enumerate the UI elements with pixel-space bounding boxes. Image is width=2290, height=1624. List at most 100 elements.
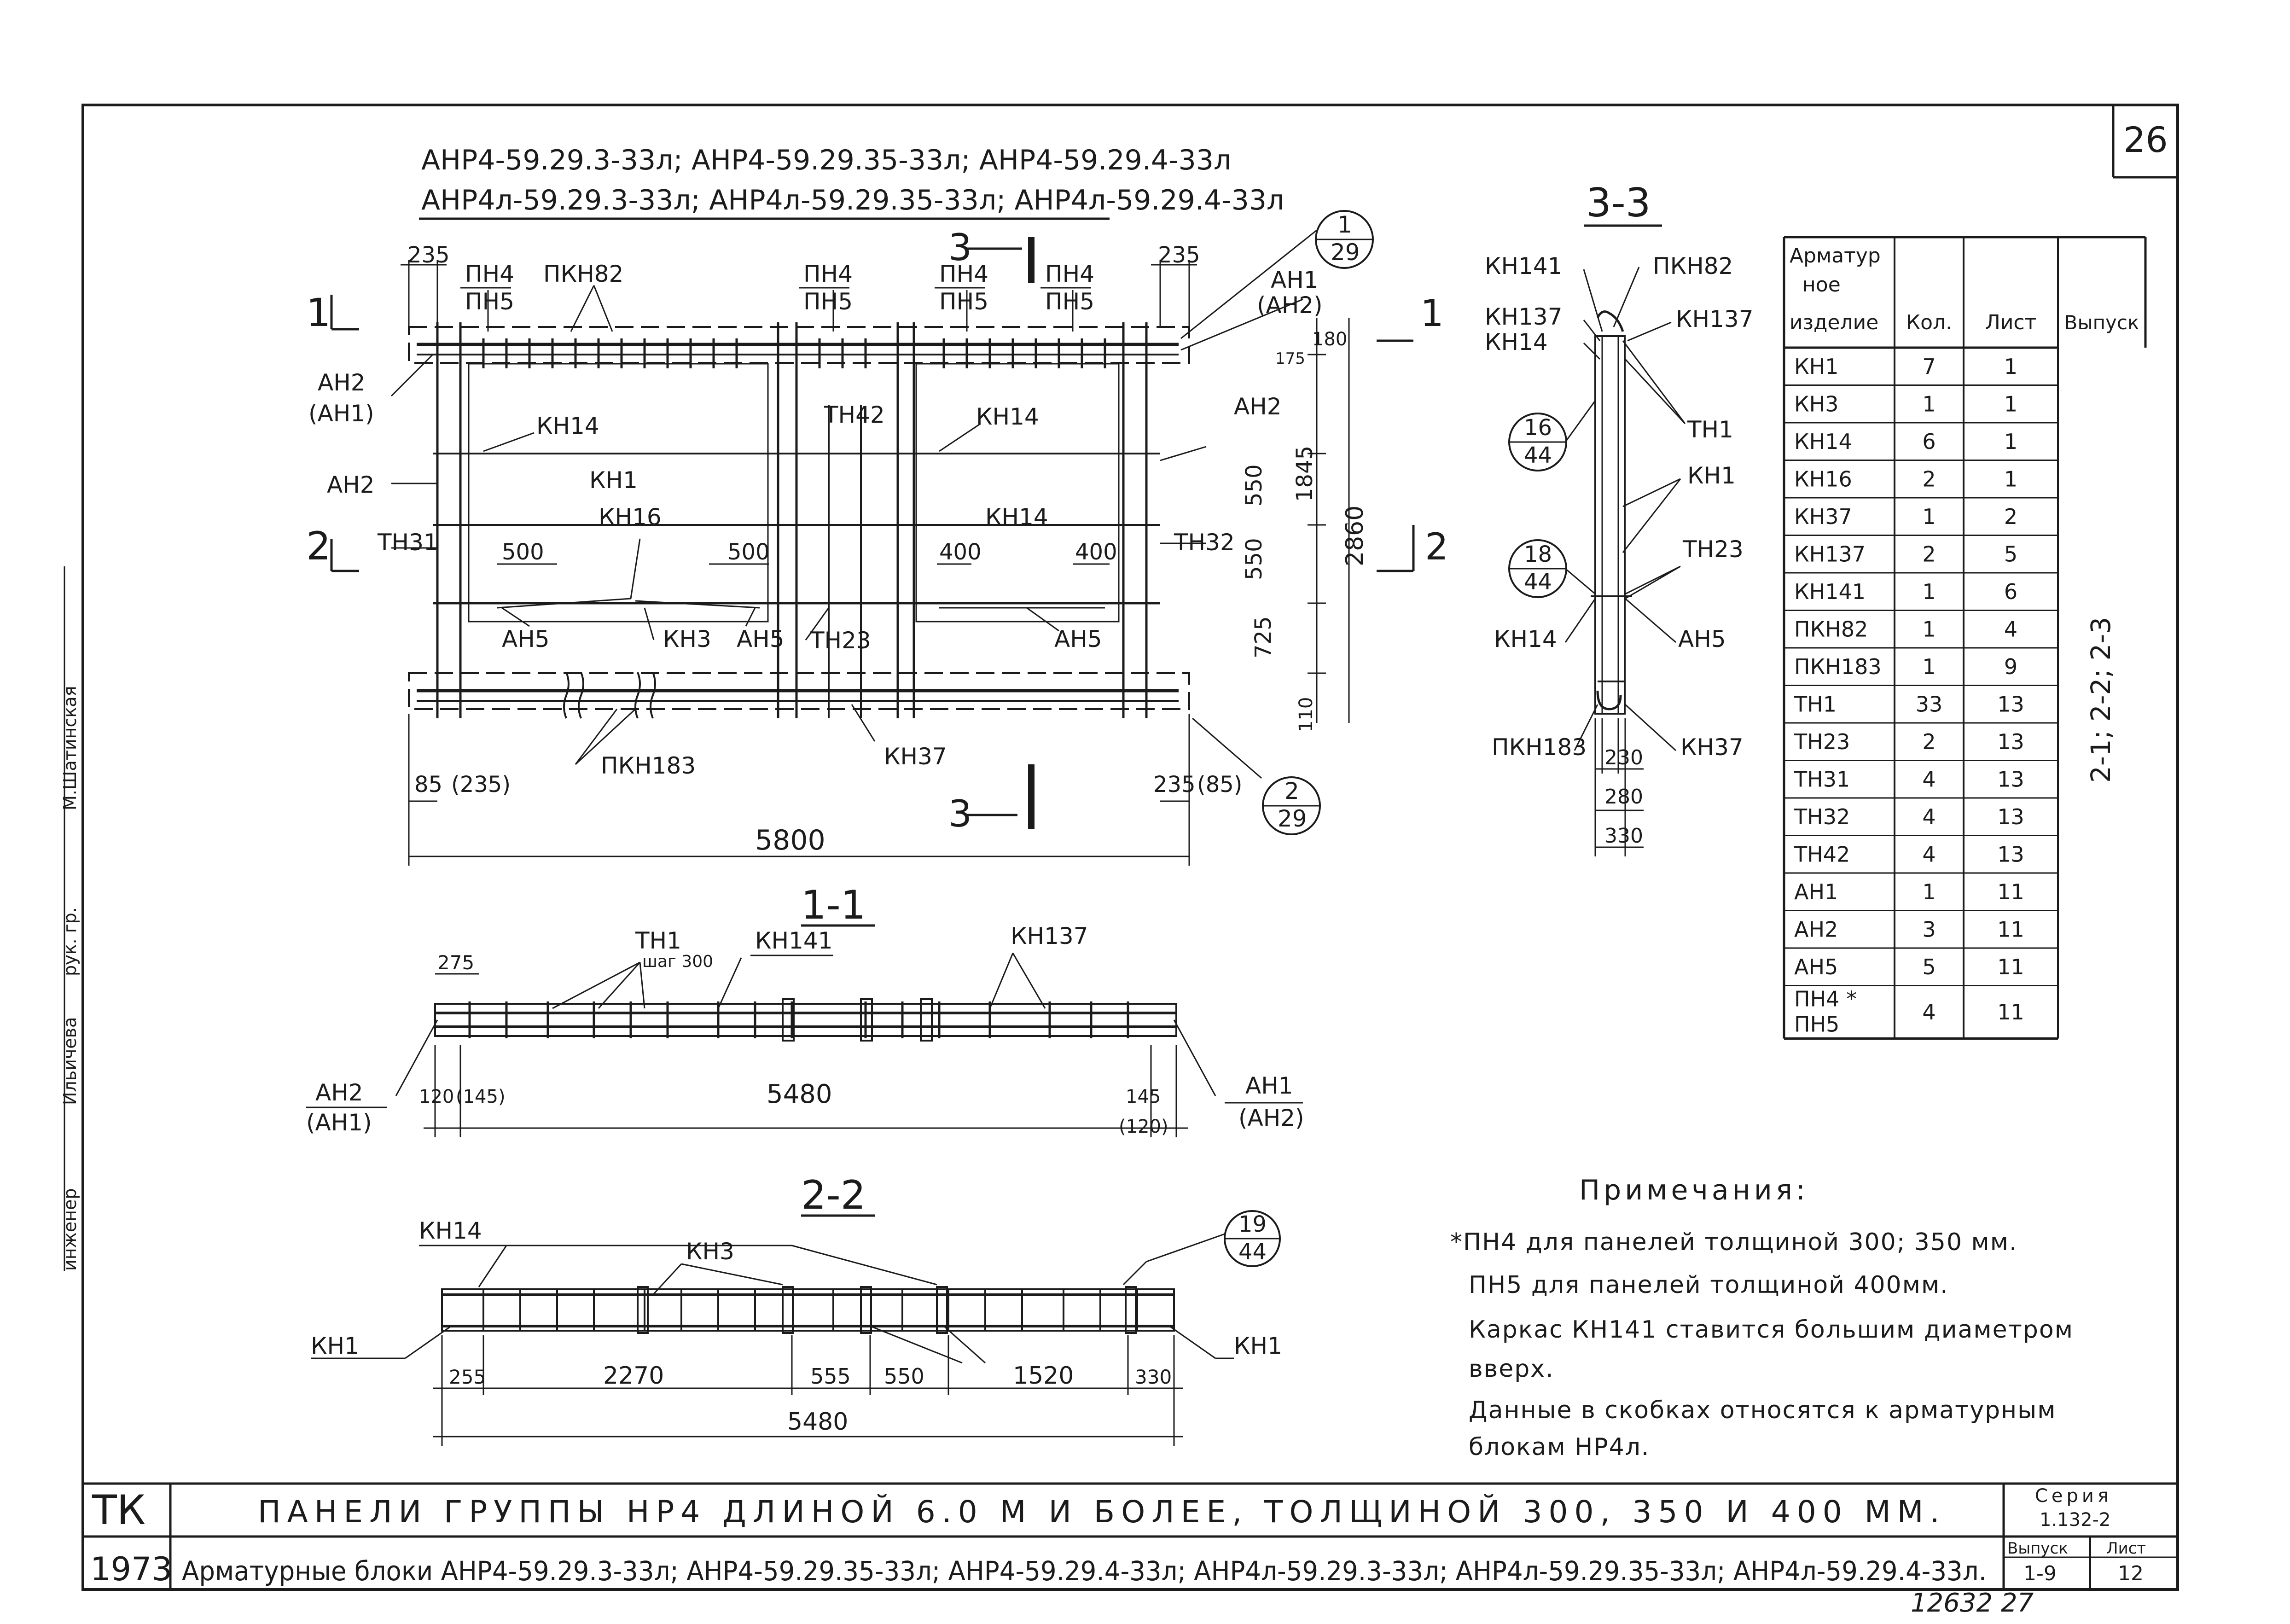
dim-550a: 550 bbox=[1241, 464, 1267, 506]
table-row-qty: 4 bbox=[1922, 842, 1935, 867]
label-tn32: ТН32 bbox=[1174, 529, 1235, 556]
table-row-sheet: 11 bbox=[1997, 917, 2024, 942]
s22-dim-1520: 1520 bbox=[1013, 1362, 1074, 1390]
table-row-sheet: 13 bbox=[1997, 842, 2024, 867]
table-row-qty: 2 bbox=[1922, 541, 1935, 566]
label-pkn82: ПКН82 bbox=[543, 261, 623, 287]
section-1-1: 1-1 bbox=[306, 882, 1304, 1137]
notes: Примечания: *ПН4 для панелей толщиной 30… bbox=[1450, 1174, 2073, 1461]
table-row-qty: 1 bbox=[1922, 391, 1935, 416]
table-row-qty: 3 bbox=[1922, 917, 1935, 942]
label-an2: АН2 bbox=[327, 471, 375, 498]
table-row-qty: 4 bbox=[1922, 767, 1935, 792]
callout-16-44: 16 44 bbox=[1508, 413, 1567, 471]
table-row-qty: 1 bbox=[1922, 504, 1935, 529]
table-row-item: ТН1 bbox=[1794, 692, 1837, 716]
stamp-role: рук. гр. bbox=[60, 907, 80, 976]
label-tn23: ТН23 bbox=[810, 627, 871, 654]
table-row-sheet: 1 bbox=[2004, 466, 2017, 491]
table-header-qty: Кол. bbox=[1906, 311, 1952, 334]
s11-an2-paren: (АН2) bbox=[1238, 1105, 1304, 1131]
s33-kn37: КН37 bbox=[1680, 734, 1744, 761]
cut-1-right: 1 bbox=[1420, 292, 1444, 335]
callout-19-44: 19 44 bbox=[1224, 1210, 1281, 1267]
table-row-qty: 2 bbox=[1922, 466, 1935, 491]
table-row-item: КН3 bbox=[1794, 391, 1839, 416]
label-pn4c: ПН4 bbox=[939, 261, 988, 287]
callout-2-29: 2 29 bbox=[1262, 776, 1321, 835]
dim-5800: 5800 bbox=[755, 824, 825, 856]
dim-85-paren: (85) bbox=[1197, 772, 1243, 797]
s22-kn14: КН14 bbox=[419, 1217, 482, 1244]
table-row-item: КН37 bbox=[1794, 504, 1852, 529]
table-row-sheet: 11 bbox=[1997, 955, 2024, 979]
label-kn14c: КН14 bbox=[985, 504, 1048, 530]
table-row-item: КН14 bbox=[1794, 429, 1852, 454]
table-header-issue: Выпуск bbox=[2064, 311, 2139, 334]
table-row-item: АН2 bbox=[1794, 917, 1838, 942]
table-row-item: ПН4 * bbox=[1794, 987, 1857, 1012]
label-pn4a: ПН4 bbox=[465, 261, 514, 287]
label-kn3: КН3 bbox=[663, 626, 711, 652]
s33-kn1: КН1 bbox=[1687, 462, 1736, 489]
side-stamp: инженер Ильичева рук. гр. М.Шатинская bbox=[60, 686, 80, 1271]
table-row-sheet: 13 bbox=[1997, 804, 2024, 829]
s11-an1: АН1 bbox=[1245, 1072, 1293, 1099]
dim-500a: 500 bbox=[502, 539, 544, 565]
series-label: Серия bbox=[2035, 1485, 2112, 1507]
label-kn1: КН1 bbox=[589, 467, 638, 494]
table-row-qty: 1 bbox=[1922, 617, 1935, 641]
note-line-2: ПН5 для панелей толщиной 400мм. bbox=[1469, 1271, 1949, 1299]
s22-dim-555: 555 bbox=[810, 1364, 851, 1389]
label-kn14a: КН14 bbox=[536, 413, 599, 439]
table-row-item: КН137 bbox=[1794, 541, 1866, 566]
callout-16-44: 44 bbox=[1524, 442, 1552, 468]
s33-dim-280: 280 bbox=[1604, 785, 1643, 809]
note-line-6: блокам НР4л. bbox=[1469, 1433, 1650, 1461]
table-row-qty: 5 bbox=[1922, 955, 1935, 979]
table-row-sheet: 11 bbox=[1997, 879, 2024, 904]
table-row-item: АН1 bbox=[1794, 879, 1838, 904]
section-2-2: 2-2 bbox=[311, 1172, 1282, 1446]
dim-85: 85 bbox=[414, 772, 442, 797]
section-2-2-title: 2-2 bbox=[801, 1172, 866, 1218]
table-row-sheet: 5 bbox=[2004, 541, 2017, 566]
s33-kn141: КН141 bbox=[1485, 253, 1563, 279]
s11-tn1: ТН1 bbox=[635, 927, 681, 954]
s11-an1-paren: (АН1) bbox=[306, 1109, 372, 1136]
table-row-item: ПКН82 bbox=[1794, 617, 1868, 641]
callout-2-top: 2 bbox=[1284, 778, 1299, 804]
issue-value: 1-9 bbox=[2023, 1562, 2057, 1585]
callout-18-44: 18 44 bbox=[1508, 539, 1567, 598]
callout-19: 19 bbox=[1238, 1211, 1267, 1237]
section-3-3-title: 3-3 bbox=[1586, 180, 1651, 226]
callout-18: 18 bbox=[1524, 541, 1552, 567]
note-line-4: вверх. bbox=[1469, 1355, 1554, 1383]
table-row-sheet: 11 bbox=[1997, 1000, 2024, 1024]
s11-dim-145: 145 bbox=[1126, 1086, 1161, 1107]
table-row-item: КН1 bbox=[1794, 354, 1839, 379]
table-row-item-2: ПН5 bbox=[1794, 1012, 1839, 1037]
label-an1-top: АН1 bbox=[1271, 267, 1319, 293]
footer-number: 12632 27 bbox=[1911, 1588, 2034, 1618]
table-row-sheet: 9 bbox=[2004, 654, 2017, 679]
table-row-qty: 1 bbox=[1922, 654, 1935, 679]
s22-dim-550: 550 bbox=[884, 1364, 924, 1389]
s33-pkn183: ПКН183 bbox=[1492, 734, 1587, 761]
s22-dim-255: 255 bbox=[449, 1366, 486, 1388]
issue-label: Выпуск bbox=[2007, 1539, 2068, 1558]
table-row-sheet: 13 bbox=[1997, 692, 2024, 716]
s11-dim-275: 275 bbox=[437, 951, 474, 974]
table-row-item: ТН23 bbox=[1794, 729, 1850, 754]
dim-175: 175 bbox=[1275, 349, 1305, 368]
s33-dim-230: 230 bbox=[1604, 746, 1643, 769]
callout-2-bottom: 29 bbox=[1278, 805, 1307, 832]
s22-kn1-left: КН1 bbox=[311, 1333, 359, 1359]
dim-235-left: 235 bbox=[407, 242, 450, 268]
s33-pkn82: ПКН82 bbox=[1653, 253, 1733, 279]
section-1-1-title: 1-1 bbox=[801, 882, 866, 928]
section-3-3: 3-3 bbox=[1485, 180, 1754, 856]
tk-label: ТК bbox=[92, 1486, 145, 1534]
label-an2-right: АН2 bbox=[1234, 393, 1282, 420]
